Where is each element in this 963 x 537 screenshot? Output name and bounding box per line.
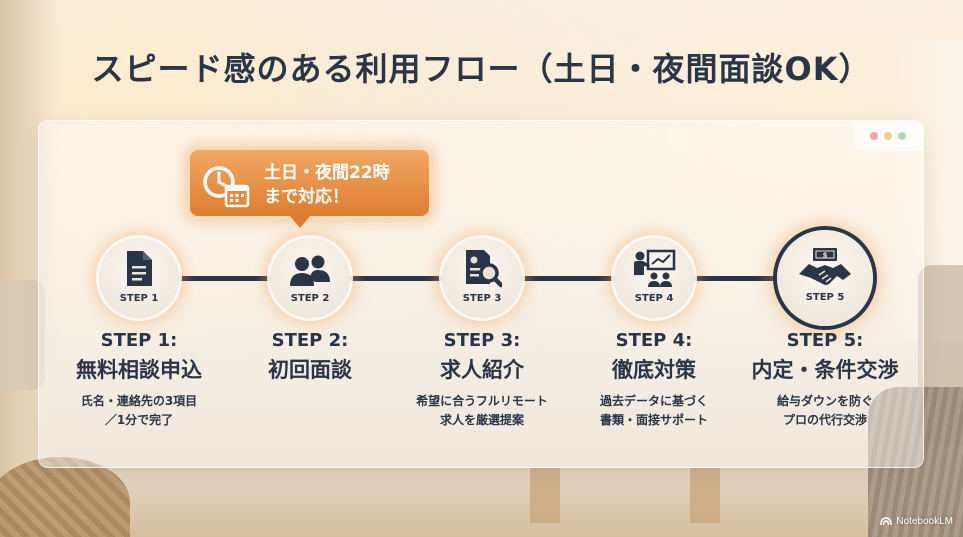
window-controls <box>853 121 923 151</box>
window-dot-yellow[interactable] <box>884 132 892 140</box>
step-desc-line1: 過去データに基づく <box>599 394 708 408</box>
step-badge: STEP 3 <box>462 293 502 304</box>
step-heading: STEP 2: <box>271 330 349 351</box>
step-name: 初回面談 <box>268 358 352 382</box>
step-2-circle[interactable]: STEP 2 <box>270 238 350 318</box>
table-leg-right <box>690 468 720 523</box>
step-heading: STEP 3: <box>443 330 521 351</box>
curtain-left <box>0 0 60 537</box>
basket <box>0 457 130 537</box>
step-desc-line1: 希望に合うフルリモート <box>416 394 548 408</box>
step-name: 徹底対策 <box>612 358 696 382</box>
step-name: 求人紹介 <box>440 358 524 382</box>
step-heading: STEP 4: <box>615 330 693 351</box>
brand-name: NotebookLM <box>896 516 953 527</box>
window-dot-green[interactable] <box>898 132 906 140</box>
window-dot-red[interactable] <box>870 132 878 140</box>
svg-text:$: $ <box>823 252 828 260</box>
page-title: スピード感のある利用フロー（土日・夜間面談OK） <box>91 50 872 88</box>
step-desc-line2: プロの代行交渉 <box>782 413 867 427</box>
step-badge: STEP 4 <box>634 293 674 304</box>
table-leg-left <box>530 468 560 523</box>
step-desc-line1: 給与ダウンを防ぐ <box>776 394 873 408</box>
step-description: 過去データに基づく 書類・面接サポート <box>554 392 754 430</box>
step-desc-line2: ／1分で完了 <box>104 413 174 427</box>
step-description: 氏名・連絡先の3項目 ／1分で完了 <box>39 392 239 430</box>
handshake-money-icon: $ <box>799 248 851 294</box>
step-badge: STEP 5 <box>805 292 845 303</box>
step-3-circle[interactable]: STEP 3 <box>442 238 522 318</box>
sofa-left <box>0 280 45 390</box>
step-description: 給与ダウンを防ぐ プロの代行交渉 <box>725 392 925 430</box>
weekend-callout: 土日・夜間22時 まで対応！ <box>188 148 431 228</box>
step-name: 内定・条件交渉 <box>751 358 899 382</box>
step-heading: STEP 1: <box>100 330 178 351</box>
callout-line1: 土日・夜間22時 <box>264 163 390 183</box>
step-badge: STEP 2 <box>290 293 330 304</box>
callout-text: 土日・夜間22時 まで対応！ <box>264 161 429 209</box>
step-name: 無料相談申込 <box>76 358 202 382</box>
floor <box>0 467 963 537</box>
clock-calendar-icon <box>202 164 252 212</box>
step-5-circle[interactable]: $ STEP 5 <box>777 230 873 326</box>
step-heading: STEP 5: <box>786 330 864 351</box>
step-desc-line2: 書類・面接サポート <box>599 413 708 427</box>
people-icon <box>288 254 332 292</box>
step-1-circle[interactable]: STEP 1 <box>99 238 179 318</box>
step-description: 希望に合うフルリモート 求人を厳選提案 <box>382 392 582 430</box>
step-desc-line1: 氏名・連絡先の3項目 <box>80 394 198 408</box>
brand-watermark: NotebookLM <box>880 516 953 527</box>
step-desc-line2: 求人を厳選提案 <box>439 413 524 427</box>
document-search-icon <box>462 248 504 292</box>
notebooklm-logo-icon <box>880 517 893 526</box>
step-badge: STEP 1 <box>119 293 159 304</box>
presentation-icon <box>632 249 676 293</box>
callout-line2: まで対応！ <box>264 187 349 207</box>
document-icon <box>124 250 154 292</box>
step-4-circle[interactable]: STEP 4 <box>614 238 694 318</box>
